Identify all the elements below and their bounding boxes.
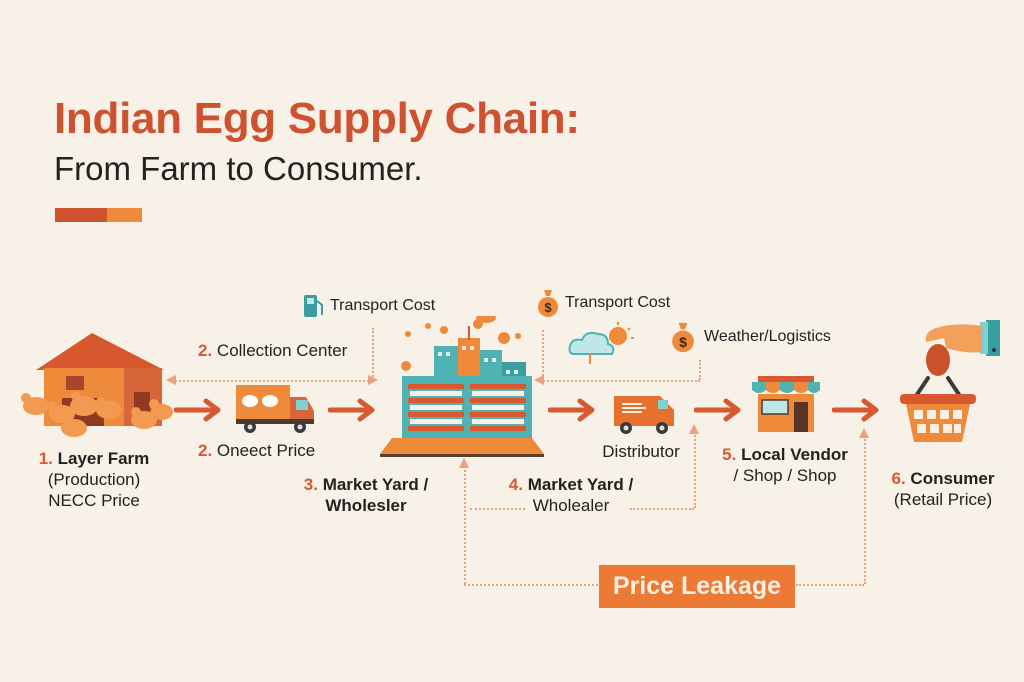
arrowhead-up-icon bbox=[689, 424, 699, 434]
stage-1-label: 1. Layer Farm (Production) NECC Price bbox=[38, 449, 150, 510]
feedback-line bbox=[464, 584, 598, 586]
arrowhead-up-icon bbox=[459, 458, 469, 468]
transport-cost-label-2: Transport Cost bbox=[565, 294, 671, 311]
feedback-line bbox=[470, 508, 525, 510]
feedback-line bbox=[796, 584, 864, 586]
feedback-line bbox=[372, 328, 374, 380]
svg-text:$: $ bbox=[544, 300, 552, 315]
flow-arrow-icon bbox=[694, 398, 741, 422]
price-leakage-badge: Price Leakage bbox=[599, 565, 795, 608]
feedback-line bbox=[172, 380, 372, 382]
page-subtitle: From Farm to Consumer. bbox=[54, 150, 423, 187]
svg-text:$: $ bbox=[679, 334, 687, 350]
stage-2-price-label: 2. Oneect Price bbox=[198, 441, 316, 460]
egg-truck-icon bbox=[236, 385, 314, 433]
stage-3-label: 3. Market Yard / Wholesler bbox=[303, 475, 429, 515]
feedback-line bbox=[864, 432, 866, 584]
hand-egg-basket-icon bbox=[900, 320, 1000, 442]
feedback-line bbox=[694, 428, 696, 508]
market-city-icon bbox=[380, 316, 544, 457]
flow-arrow-icon bbox=[832, 398, 879, 422]
feedback-line bbox=[540, 380, 700, 382]
transport-cost-label: Transport Cost bbox=[330, 297, 436, 314]
feedback-line bbox=[542, 330, 544, 380]
money-bag-icon: $ bbox=[672, 322, 694, 353]
stage-6-label: 6. Consumer (Retail Price) bbox=[891, 469, 995, 509]
page-title: Indian Egg Supply Chain: bbox=[54, 94, 580, 143]
flow-arrow-icon bbox=[328, 398, 375, 422]
stage-2-label: 2. Collection Center bbox=[198, 341, 348, 360]
stage-5-label: 5. Local Vendor / Shop / Shop bbox=[722, 445, 848, 485]
cloud-sun-icon bbox=[568, 322, 634, 364]
fuel-pump-icon bbox=[304, 295, 323, 317]
arrowhead-up-icon bbox=[859, 428, 869, 438]
arrowhead-left-icon bbox=[166, 375, 176, 385]
arrowhead-right-icon bbox=[368, 375, 378, 385]
feedback-line bbox=[630, 508, 694, 510]
weather-logistics-label: Weather/Logistics bbox=[704, 328, 831, 345]
distributor-label: Distributor bbox=[602, 442, 680, 461]
arrowhead-left-icon bbox=[534, 375, 544, 385]
flow-arrow-icon bbox=[174, 398, 221, 422]
money-bag-icon: $ bbox=[538, 290, 558, 317]
delivery-van-icon bbox=[614, 396, 674, 434]
flow-arrow-icon bbox=[548, 398, 595, 422]
barn-with-hens-icon bbox=[21, 333, 173, 437]
shop-icon bbox=[752, 376, 820, 432]
stage-4-label: 4. Market Yard / Wholealer bbox=[508, 475, 634, 515]
feedback-line bbox=[699, 360, 701, 380]
title-accent-bar bbox=[55, 208, 142, 222]
feedback-line bbox=[464, 462, 466, 584]
